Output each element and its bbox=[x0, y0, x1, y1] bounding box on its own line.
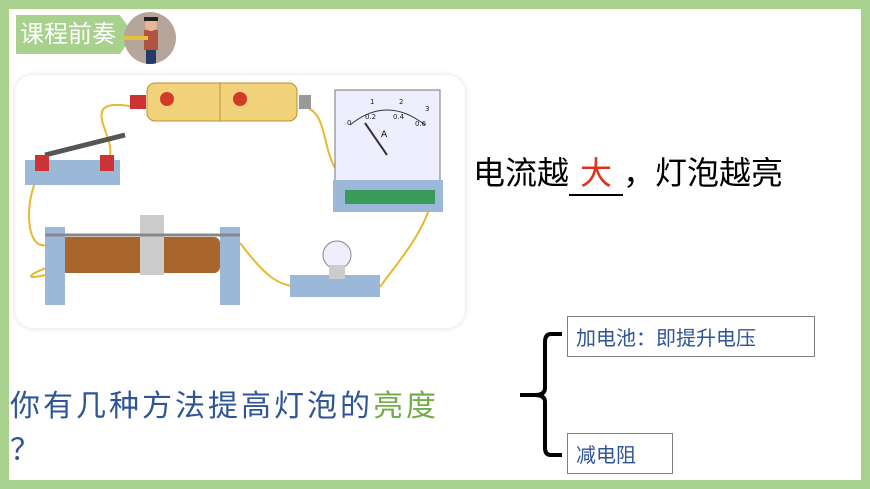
switch-icon bbox=[25, 132, 126, 185]
meter-tick: 0.4 bbox=[393, 113, 405, 121]
method-box: 加电池：即提升电压 bbox=[567, 316, 815, 357]
presenter-avatar bbox=[124, 12, 176, 64]
meter-tick: 0 bbox=[347, 119, 351, 127]
question-mark: ？ bbox=[10, 433, 43, 468]
meter-tick: 0.2 bbox=[365, 113, 376, 121]
question-highlight: 亮度 bbox=[373, 389, 439, 424]
meter-top-tick: 3 bbox=[425, 105, 429, 113]
statement-prefix: 电流越 bbox=[473, 154, 570, 192]
question-main: 你有几种方法提高灯泡的 bbox=[10, 389, 373, 424]
rheostat-icon bbox=[45, 215, 240, 305]
ammeter-icon: 0 0.2 0.4 0.6 1 2 3 A bbox=[333, 89, 443, 212]
bulb-icon bbox=[290, 240, 380, 297]
battery-icon bbox=[130, 82, 311, 122]
current-brightness-statement: 电流越大，灯泡越亮 bbox=[473, 148, 783, 196]
answer-blank: 大 bbox=[569, 148, 624, 196]
meter-unit: A bbox=[381, 130, 388, 140]
method-box: 减电阻 bbox=[567, 433, 673, 474]
question-text: 你有几种方法提高灯泡的亮度 ？ bbox=[10, 385, 490, 473]
circuit-diagram: 0 0.2 0.4 0.6 1 2 3 A bbox=[15, 75, 465, 328]
meter-top-tick: 2 bbox=[399, 98, 403, 106]
meter-top-tick: 1 bbox=[370, 98, 374, 106]
statement-suffix: ，灯泡越亮 bbox=[623, 154, 784, 192]
meter-tick: 0.6 bbox=[415, 120, 427, 128]
brace-icon bbox=[520, 332, 562, 457]
section-tag: 课程前奏 bbox=[16, 15, 134, 54]
